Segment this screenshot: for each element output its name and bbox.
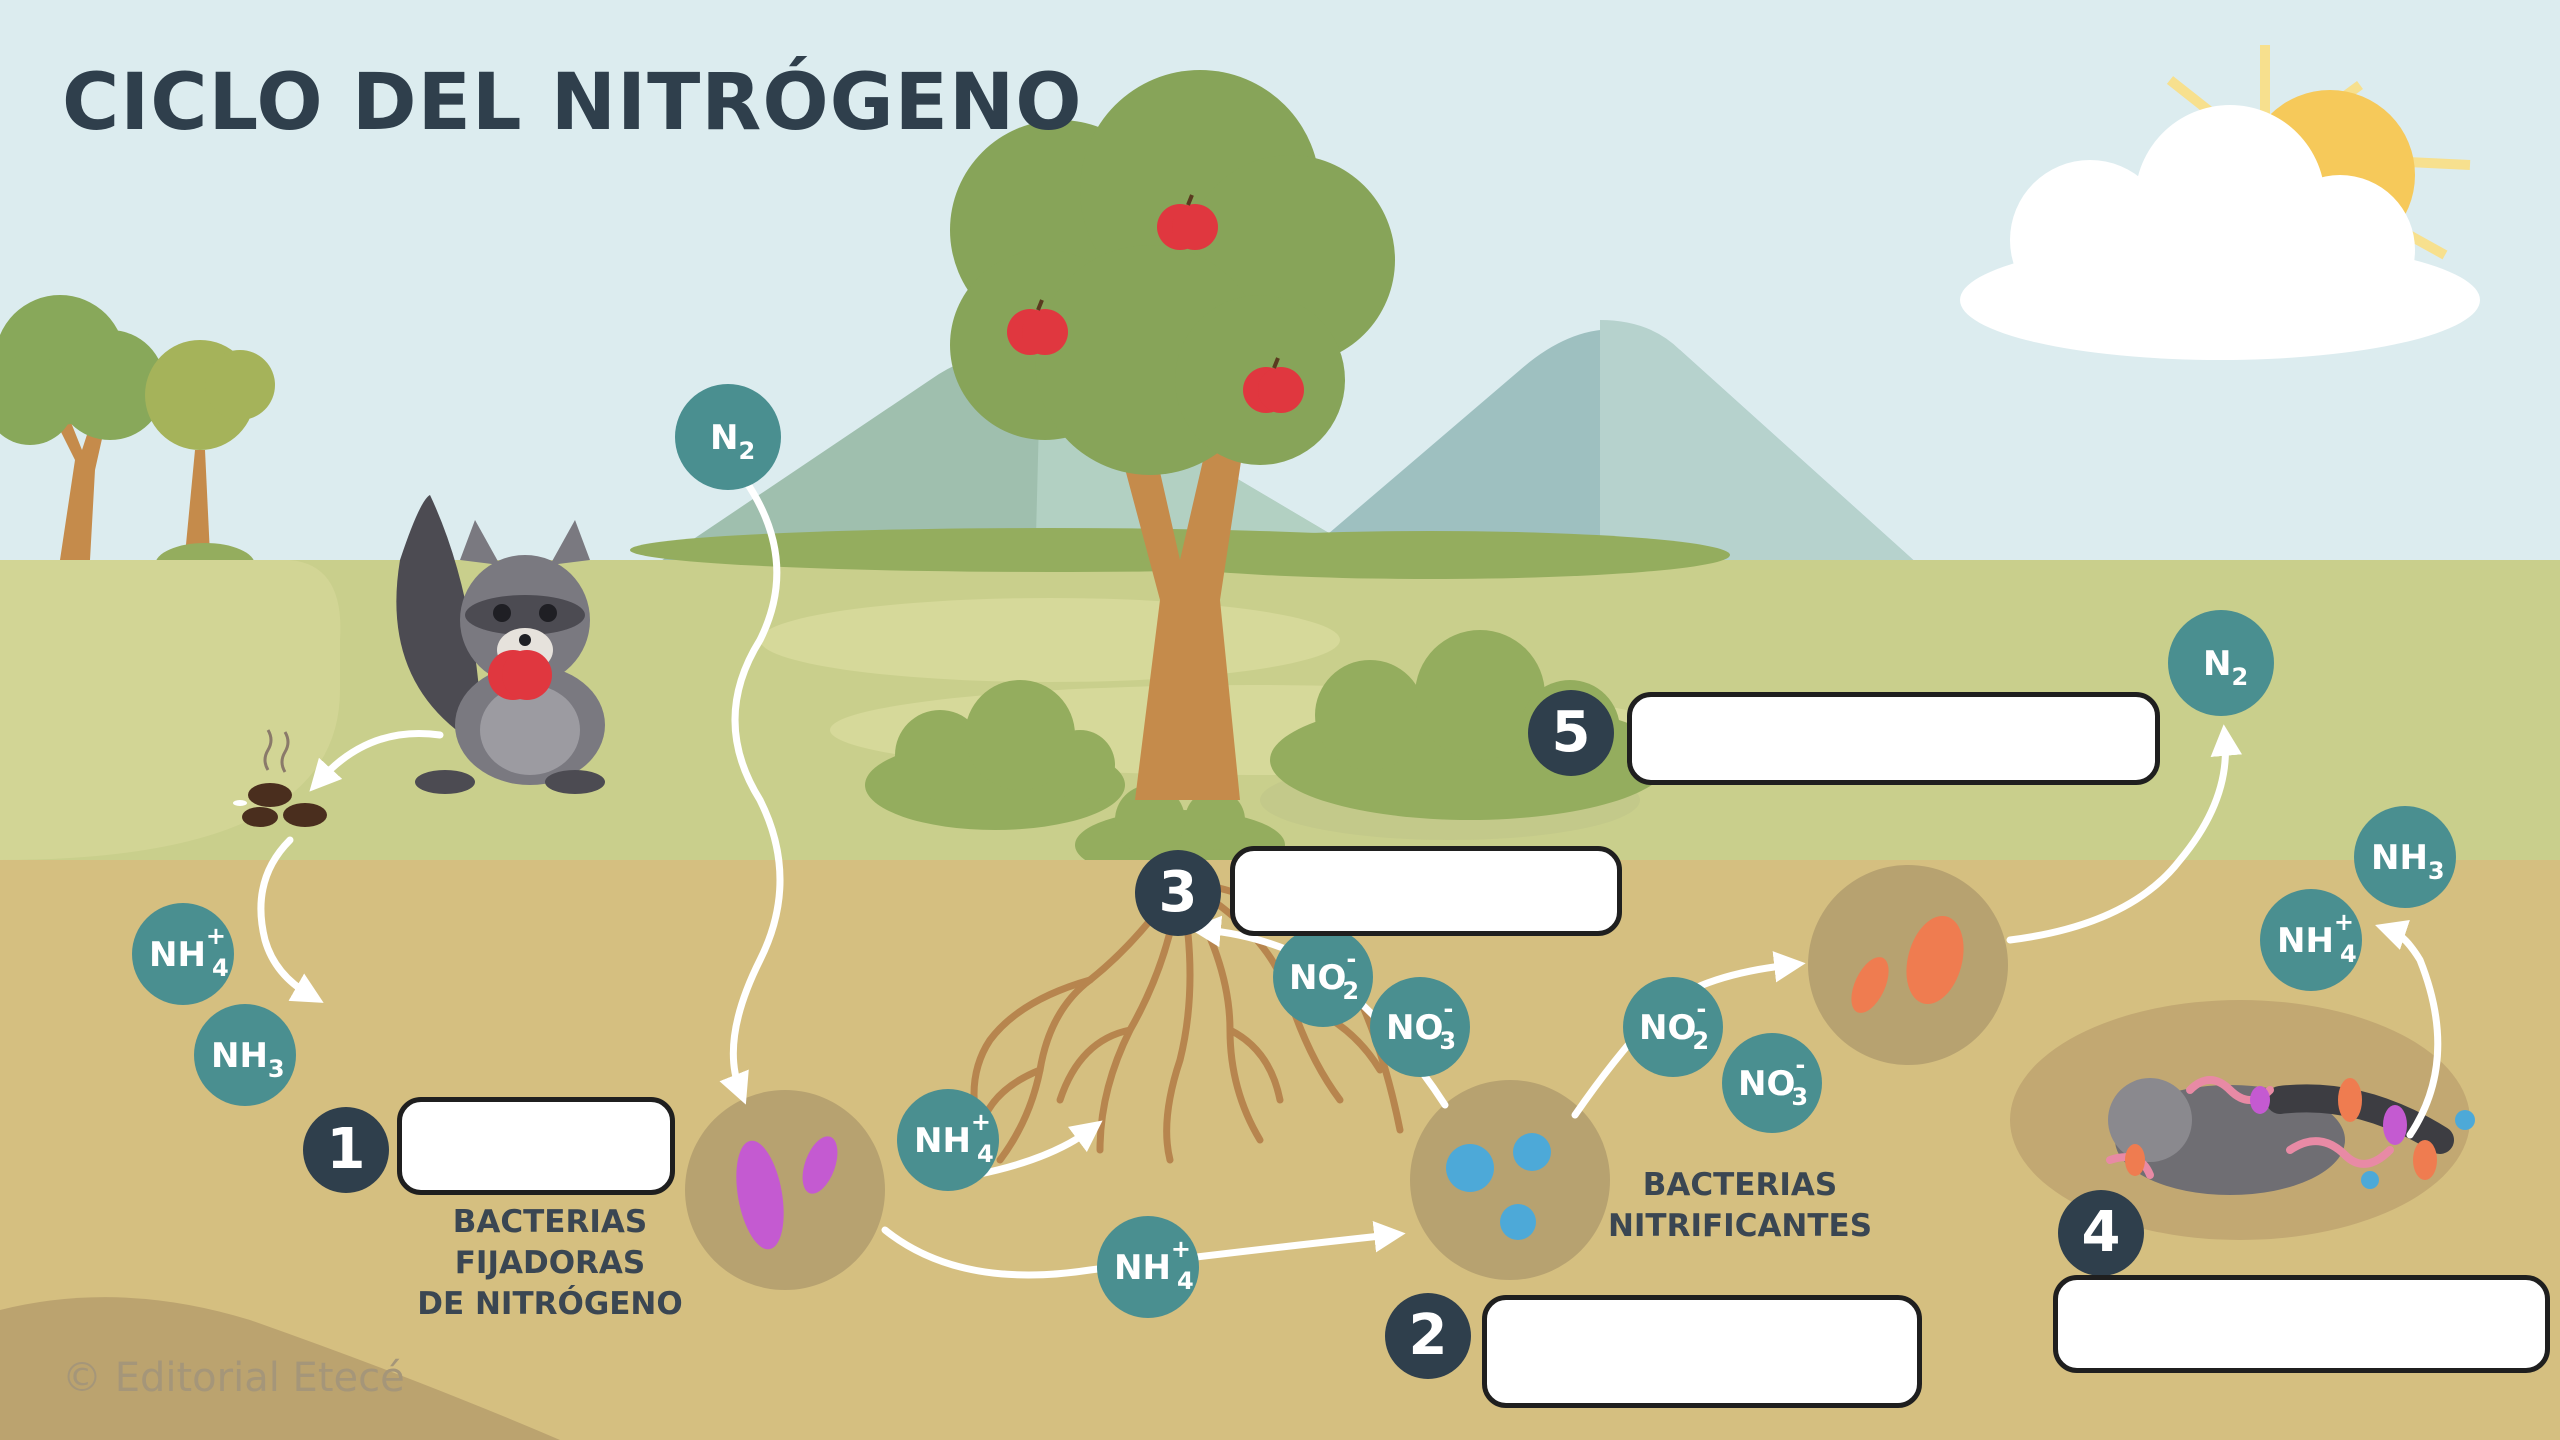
molecule-nh4-right: NH+4 [2260, 889, 2362, 991]
step-5-answer-box[interactable] [1627, 692, 2160, 785]
molecule-no2-root: NO-2 [1273, 927, 1373, 1027]
step-2-answer-box[interactable] [1482, 1295, 1922, 1408]
molecule-nh4-mid: NH+4 [897, 1089, 999, 1191]
page-title: CICLO DEL NITRÓGENO [62, 58, 1083, 148]
step-number-2: 2 [1385, 1293, 1471, 1379]
step-number-3: 3 [1135, 850, 1221, 936]
molecule-nh4-left: NH+4 [132, 903, 234, 1005]
nitrogen-fixing-bacteria-icon [685, 1090, 885, 1290]
molecule-nh3-right: NH3 [2354, 806, 2456, 908]
raccoon-icon [396, 495, 605, 794]
caption-fixing-bacteria: BACTERIAS FIJADORAS DE NITRÓGENO [400, 1202, 700, 1325]
molecule-no3-root: NO-3 [1370, 977, 1470, 1077]
caption-line: BACTERIAS [452, 1204, 648, 1240]
svg-text:NO-2: NO-2 [1639, 995, 1709, 1055]
denitrifying-bacteria-icon [1808, 865, 2008, 1065]
step-number-1: 1 [303, 1107, 389, 1193]
caption-line: FIJADORAS [454, 1245, 646, 1281]
apple-tree [950, 70, 1395, 800]
svg-text:NH3: NH3 [211, 1036, 285, 1083]
svg-text:NH+4: NH+4 [149, 922, 229, 982]
step-1-answer-box[interactable] [397, 1097, 675, 1195]
caption-line: NITRIFICANTES [1607, 1208, 1873, 1244]
svg-text:N2: N2 [2203, 644, 2248, 691]
svg-text:NH+4: NH+4 [914, 1108, 994, 1168]
caption-nitrifying-bacteria: BACTERIAS NITRIFICANTES [1580, 1165, 1900, 1247]
molecule-nh3-left: NH3 [194, 1004, 296, 1106]
svg-text:NO-2: NO-2 [1289, 945, 1359, 1005]
svg-text:NH+4: NH+4 [2277, 908, 2357, 968]
caption-line: BACTERIAS [1642, 1167, 1838, 1203]
copyright-label: © Editorial Etecé [62, 1355, 405, 1401]
svg-text:NH+4: NH+4 [1114, 1235, 1194, 1295]
step-number-4: 4 [2058, 1190, 2144, 1276]
apple-icon [1007, 204, 1304, 413]
soil-shade [0, 1297, 560, 1440]
droppings-icon [233, 729, 332, 827]
molecule-no3-right: NO-3 [1722, 1033, 1822, 1133]
molecule-no2-right: NO-2 [1623, 977, 1723, 1077]
step-3-answer-box[interactable] [1230, 846, 1622, 936]
step-4-answer-box[interactable] [2053, 1275, 2550, 1373]
background-trees [0, 295, 275, 618]
caption-line: DE NITRÓGENO [417, 1286, 683, 1322]
grass-path [760, 598, 1340, 682]
svg-text:NO-3: NO-3 [1738, 1051, 1808, 1111]
grass-mound [0, 560, 341, 860]
svg-text:N2: N2 [710, 418, 755, 465]
molecule-nh4-bottom: NH+4 [1097, 1216, 1199, 1318]
decomposing-raccoon [2010, 1000, 2475, 1240]
step-number-5: 5 [1528, 690, 1614, 776]
molecule-n2-right: N2 [2168, 610, 2274, 716]
svg-text:NH3: NH3 [2371, 838, 2445, 885]
molecule-n2-top: N2 [675, 384, 781, 490]
svg-text:NO-3: NO-3 [1386, 995, 1456, 1055]
nitrifying-bacteria-icon [1410, 1080, 1610, 1280]
hedge-row-right [1130, 531, 1730, 579]
cloud-icon [1960, 105, 2480, 360]
